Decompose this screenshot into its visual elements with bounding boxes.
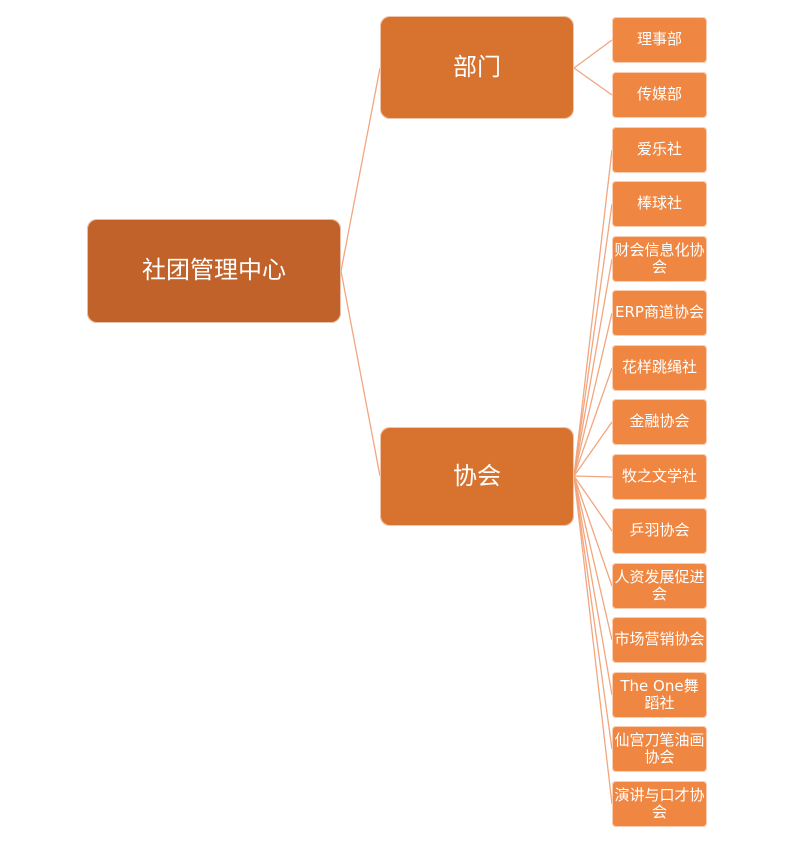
connector-associations-to-leaf-5 — [573, 421, 613, 477]
connector-associations-to-leaf-6 — [573, 475, 613, 478]
leaf-node-media-dept[interactable]: 传媒部 — [612, 72, 707, 118]
connector-departments-to-leaf-1 — [573, 67, 613, 96]
connector-associations-to-leaf-10 — [573, 475, 613, 696]
leaf-node-finance-assoc[interactable]: 金融协会 — [612, 399, 707, 445]
leaf-node-marketing-assoc[interactable]: 市场营销协会 — [612, 617, 707, 663]
leaf-node-rope-skipping-club[interactable]: 花样跳绳社 — [612, 345, 707, 391]
leaf-node-baseball-club[interactable]: 棒球社 — [612, 181, 707, 227]
leaf-node-table-tennis-badminton-assoc[interactable]: 乒羽协会 — [612, 508, 707, 554]
leaf-node-accounting-it-assoc[interactable]: 财会信息化协会 — [612, 236, 707, 282]
connector-associations-to-leaf-8 — [573, 475, 613, 587]
root-node-club-management-center[interactable]: 社团管理中心 — [87, 219, 341, 323]
connector-root-to-associations — [340, 270, 381, 477]
leaf-node-music-club[interactable]: 爱乐社 — [612, 127, 707, 173]
connector-associations-to-leaf-9 — [573, 475, 613, 641]
connector-departments-to-leaf-0 — [573, 39, 613, 69]
leaf-node-hr-development-assoc[interactable]: 人资发展促进会 — [612, 563, 707, 609]
connector-associations-to-leaf-0 — [573, 149, 613, 477]
connector-associations-to-leaf-1 — [573, 203, 613, 477]
leaf-node-literature-club[interactable]: 牧之文学社 — [612, 454, 707, 500]
connector-associations-to-leaf-7 — [573, 475, 613, 532]
connector-associations-to-leaf-11 — [573, 475, 613, 750]
leaf-node-oil-painting-assoc[interactable]: 仙宫刀笔油画协会 — [612, 726, 707, 772]
branch-node-associations[interactable]: 协会 — [380, 427, 574, 526]
connector-associations-to-leaf-3 — [573, 312, 613, 477]
connector-associations-to-leaf-12 — [573, 475, 613, 805]
connector-associations-to-leaf-4 — [573, 367, 613, 477]
branch-node-departments[interactable]: 部门 — [380, 16, 574, 119]
connector-root-to-departments — [340, 67, 381, 272]
connector-associations-to-leaf-2 — [573, 258, 613, 477]
leaf-node-erp-assoc[interactable]: ERP商道协会 — [612, 290, 707, 336]
leaf-node-dance-club[interactable]: The One舞蹈社 — [612, 672, 707, 718]
leaf-node-council-dept[interactable]: 理事部 — [612, 17, 707, 63]
leaf-node-speech-eloquence-assoc[interactable]: 演讲与口才协会 — [612, 781, 707, 827]
